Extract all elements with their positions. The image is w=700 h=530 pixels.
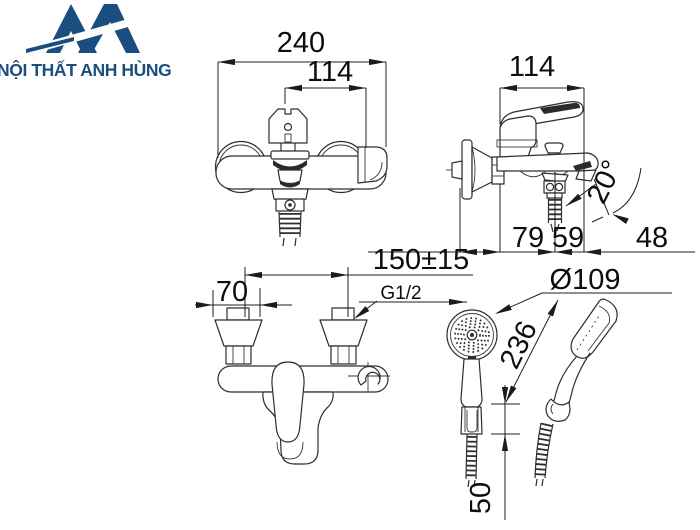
dimension-annotations: 240 114 114 20° 79 59 48 150±15	[195, 27, 695, 520]
bottom-view-drawing	[214, 307, 390, 465]
dim-label-48: 48	[636, 222, 668, 254]
front-view-drawing	[214, 108, 388, 247]
dim-label-79: 79	[512, 222, 544, 254]
anh-hung-logo-mark	[26, 4, 142, 54]
dim-label-109: Ø109	[550, 264, 621, 296]
dim-label-150: 150±15	[373, 244, 470, 276]
handshower-front-drawing	[446, 309, 498, 488]
dim-label-114-front: 114	[307, 56, 353, 88]
handshower-side-drawing	[534, 298, 618, 487]
dim-label-236: 236	[494, 316, 544, 374]
logo-text: NỘI THẤT ANH HÙNG	[0, 59, 171, 80]
side-view-drawing	[446, 101, 599, 233]
dim-label-240: 240	[277, 27, 325, 59]
dim-label-59: 59	[552, 222, 584, 254]
dim-label-114-side: 114	[509, 51, 555, 83]
dim-label-70: 70	[216, 276, 248, 308]
dim-label-g12: G1/2	[380, 283, 421, 304]
dim-label-50: 50	[465, 482, 497, 514]
